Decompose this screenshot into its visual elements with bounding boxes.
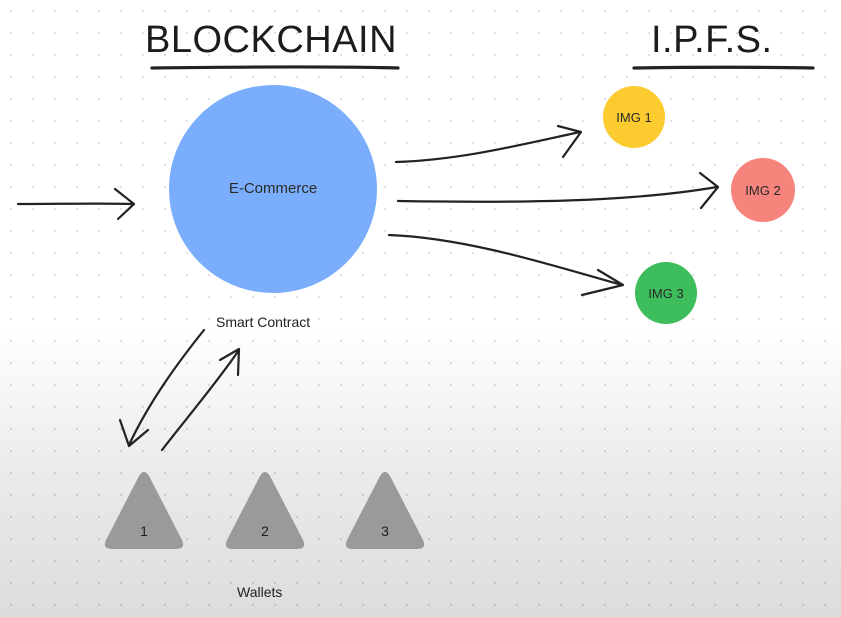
img2-node: IMG 2 (731, 158, 795, 222)
img1-node: IMG 1 (603, 86, 665, 148)
wallets-label: Wallets (237, 584, 283, 600)
img3-label: IMG 3 (648, 285, 684, 301)
arrow-to-img3 (387, 233, 625, 297)
img1-label: IMG 1 (616, 109, 652, 125)
ipfs-heading: I.P.F.S. (651, 19, 773, 61)
arrow-to-img1 (394, 124, 583, 164)
wallet-3-label: 3 (381, 523, 389, 539)
blockchain-underline (150, 65, 400, 70)
img3-node: IMG 3 (635, 262, 697, 324)
incoming-arrow (16, 187, 136, 221)
wallet-1-label: 1 (140, 523, 148, 539)
smart-contract-label: Smart Contract (216, 314, 311, 330)
arrow-contract-to-wallet (118, 328, 206, 448)
wallet-2-triangle (225, 472, 305, 549)
ecommerce-node: E-Commerce (169, 85, 377, 293)
wallet-1-triangle (104, 472, 184, 549)
blockchain-heading: BLOCKCHAIN (145, 19, 398, 61)
ecommerce-label: E-Commerce (228, 180, 318, 197)
wallet-2-label: 2 (261, 523, 269, 539)
ipfs-underline (632, 65, 815, 70)
arrow-to-img2 (396, 171, 720, 210)
img2-label: IMG 2 (745, 182, 781, 198)
wallet-3-triangle (345, 472, 425, 549)
arrow-wallet-to-contract (160, 347, 241, 452)
